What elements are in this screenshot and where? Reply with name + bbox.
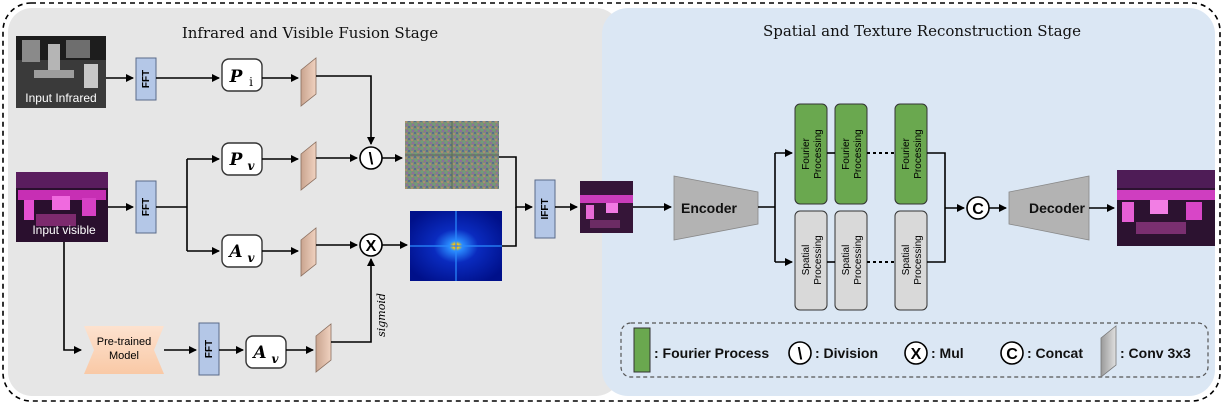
input-visible-label: Input visible bbox=[32, 223, 96, 237]
spatial-block-3: Spatial Processing bbox=[894, 210, 928, 311]
svg-text:Processing: Processing bbox=[813, 235, 824, 284]
legend-fourier-label: : Fourier Process bbox=[654, 345, 769, 361]
decoder-label: Decoder bbox=[1029, 200, 1086, 216]
legend-conv-icon bbox=[1100, 325, 1117, 378]
division-operator: \ bbox=[359, 146, 383, 170]
svg-text:\: \ bbox=[369, 149, 374, 168]
fft-block-pretrained: FFT bbox=[198, 322, 220, 376]
encoder-block: Encoder bbox=[673, 175, 759, 241]
ifft-block: IFFT bbox=[534, 179, 556, 239]
svg-text:Spatial: Spatial bbox=[901, 245, 912, 276]
fusion-stage-title: Infrared and Visible Fusion Stage bbox=[182, 24, 438, 42]
pretrained-model: Pre-trained Model bbox=[84, 326, 164, 374]
ifft-label: IFFT bbox=[540, 198, 551, 219]
output-image bbox=[1117, 170, 1215, 246]
legend-division-label: : Division bbox=[815, 345, 878, 361]
fourier-block-1: Fourier Processing bbox=[794, 103, 828, 205]
svg-text:Fourier: Fourier bbox=[801, 137, 812, 169]
decoder-block: Decoder bbox=[1008, 175, 1090, 241]
pretrained-label-line1: Pre-trained bbox=[97, 336, 151, 348]
a-v-box: A v bbox=[221, 234, 263, 268]
svg-text:Processing: Processing bbox=[913, 235, 924, 284]
svg-text:i: i bbox=[249, 75, 253, 89]
fft-block-infrared: FFT bbox=[135, 57, 157, 101]
legend-conv-label: : Conv 3x3 bbox=[1120, 345, 1191, 361]
fft-block-visible: FFT bbox=[135, 180, 157, 234]
fused-image bbox=[580, 181, 633, 233]
fft-label-visible: FFT bbox=[141, 198, 152, 216]
svg-text:\: \ bbox=[798, 344, 803, 363]
legend-mul-label: : Mul bbox=[931, 345, 964, 361]
svg-text:Processing: Processing bbox=[853, 235, 864, 284]
spatial-block-1: Spatial Processing bbox=[794, 210, 828, 311]
reconstruction-stage-title: Spatial and Texture Reconstruction Stage bbox=[763, 22, 1081, 40]
svg-text:v: v bbox=[248, 159, 256, 173]
legend-concat-label: : Concat bbox=[1027, 345, 1083, 361]
fft-label-infrared: FFT bbox=[141, 70, 152, 88]
conv-block-pv bbox=[300, 141, 317, 191]
concat-operator: C bbox=[966, 196, 990, 220]
svg-text:Processing: Processing bbox=[853, 129, 864, 178]
svg-text:P: P bbox=[229, 150, 244, 170]
legend-fourier-swatch bbox=[633, 327, 651, 373]
legend-mul-icon: X bbox=[904, 341, 928, 365]
svg-text:X: X bbox=[366, 238, 377, 255]
svg-text:Spatial: Spatial bbox=[841, 245, 852, 276]
input-infrared-label: Input Infrared bbox=[25, 91, 96, 105]
svg-text:Processing: Processing bbox=[813, 129, 824, 178]
conv-block-av-pretrained bbox=[315, 323, 332, 373]
legend-concat-icon: C bbox=[1000, 341, 1024, 365]
svg-text:A: A bbox=[251, 343, 266, 363]
input-infrared-image: Input Infrared bbox=[16, 36, 106, 108]
fourier-block-2: Fourier Processing bbox=[834, 103, 868, 205]
svg-text:X: X bbox=[911, 346, 922, 363]
svg-text:v: v bbox=[272, 352, 280, 366]
svg-text:C: C bbox=[972, 201, 984, 218]
conv-block-pi bbox=[300, 57, 317, 107]
pretrained-label-line2: Model bbox=[109, 350, 139, 362]
svg-text:Spatial: Spatial bbox=[801, 245, 812, 276]
fusion-stage-panel bbox=[8, 8, 620, 396]
sigmoid-label: sigmoid bbox=[375, 293, 388, 337]
a-v-box-pretrained: A v bbox=[245, 335, 287, 369]
svg-text:A: A bbox=[227, 242, 242, 262]
p-v-box: P v bbox=[221, 142, 263, 176]
legend-division-icon: \ bbox=[788, 341, 812, 365]
spatial-block-2: Spatial Processing bbox=[834, 210, 868, 311]
encoder-label: Encoder bbox=[681, 200, 738, 216]
fft-label-pretrained: FFT bbox=[204, 340, 215, 358]
svg-text:Fourier: Fourier bbox=[841, 137, 852, 169]
svg-text:Processing: Processing bbox=[913, 129, 924, 178]
svg-text:Fourier: Fourier bbox=[901, 137, 912, 169]
svg-text:P: P bbox=[229, 67, 244, 87]
mul-operator: X bbox=[359, 233, 383, 257]
fourier-block-3: Fourier Processing bbox=[894, 103, 928, 205]
conv-block-av bbox=[300, 227, 317, 277]
p-i-box: P i bbox=[221, 58, 263, 92]
svg-text:v: v bbox=[248, 251, 256, 265]
svg-text:C: C bbox=[1006, 346, 1018, 363]
input-visible-image: Input visible bbox=[16, 172, 108, 242]
